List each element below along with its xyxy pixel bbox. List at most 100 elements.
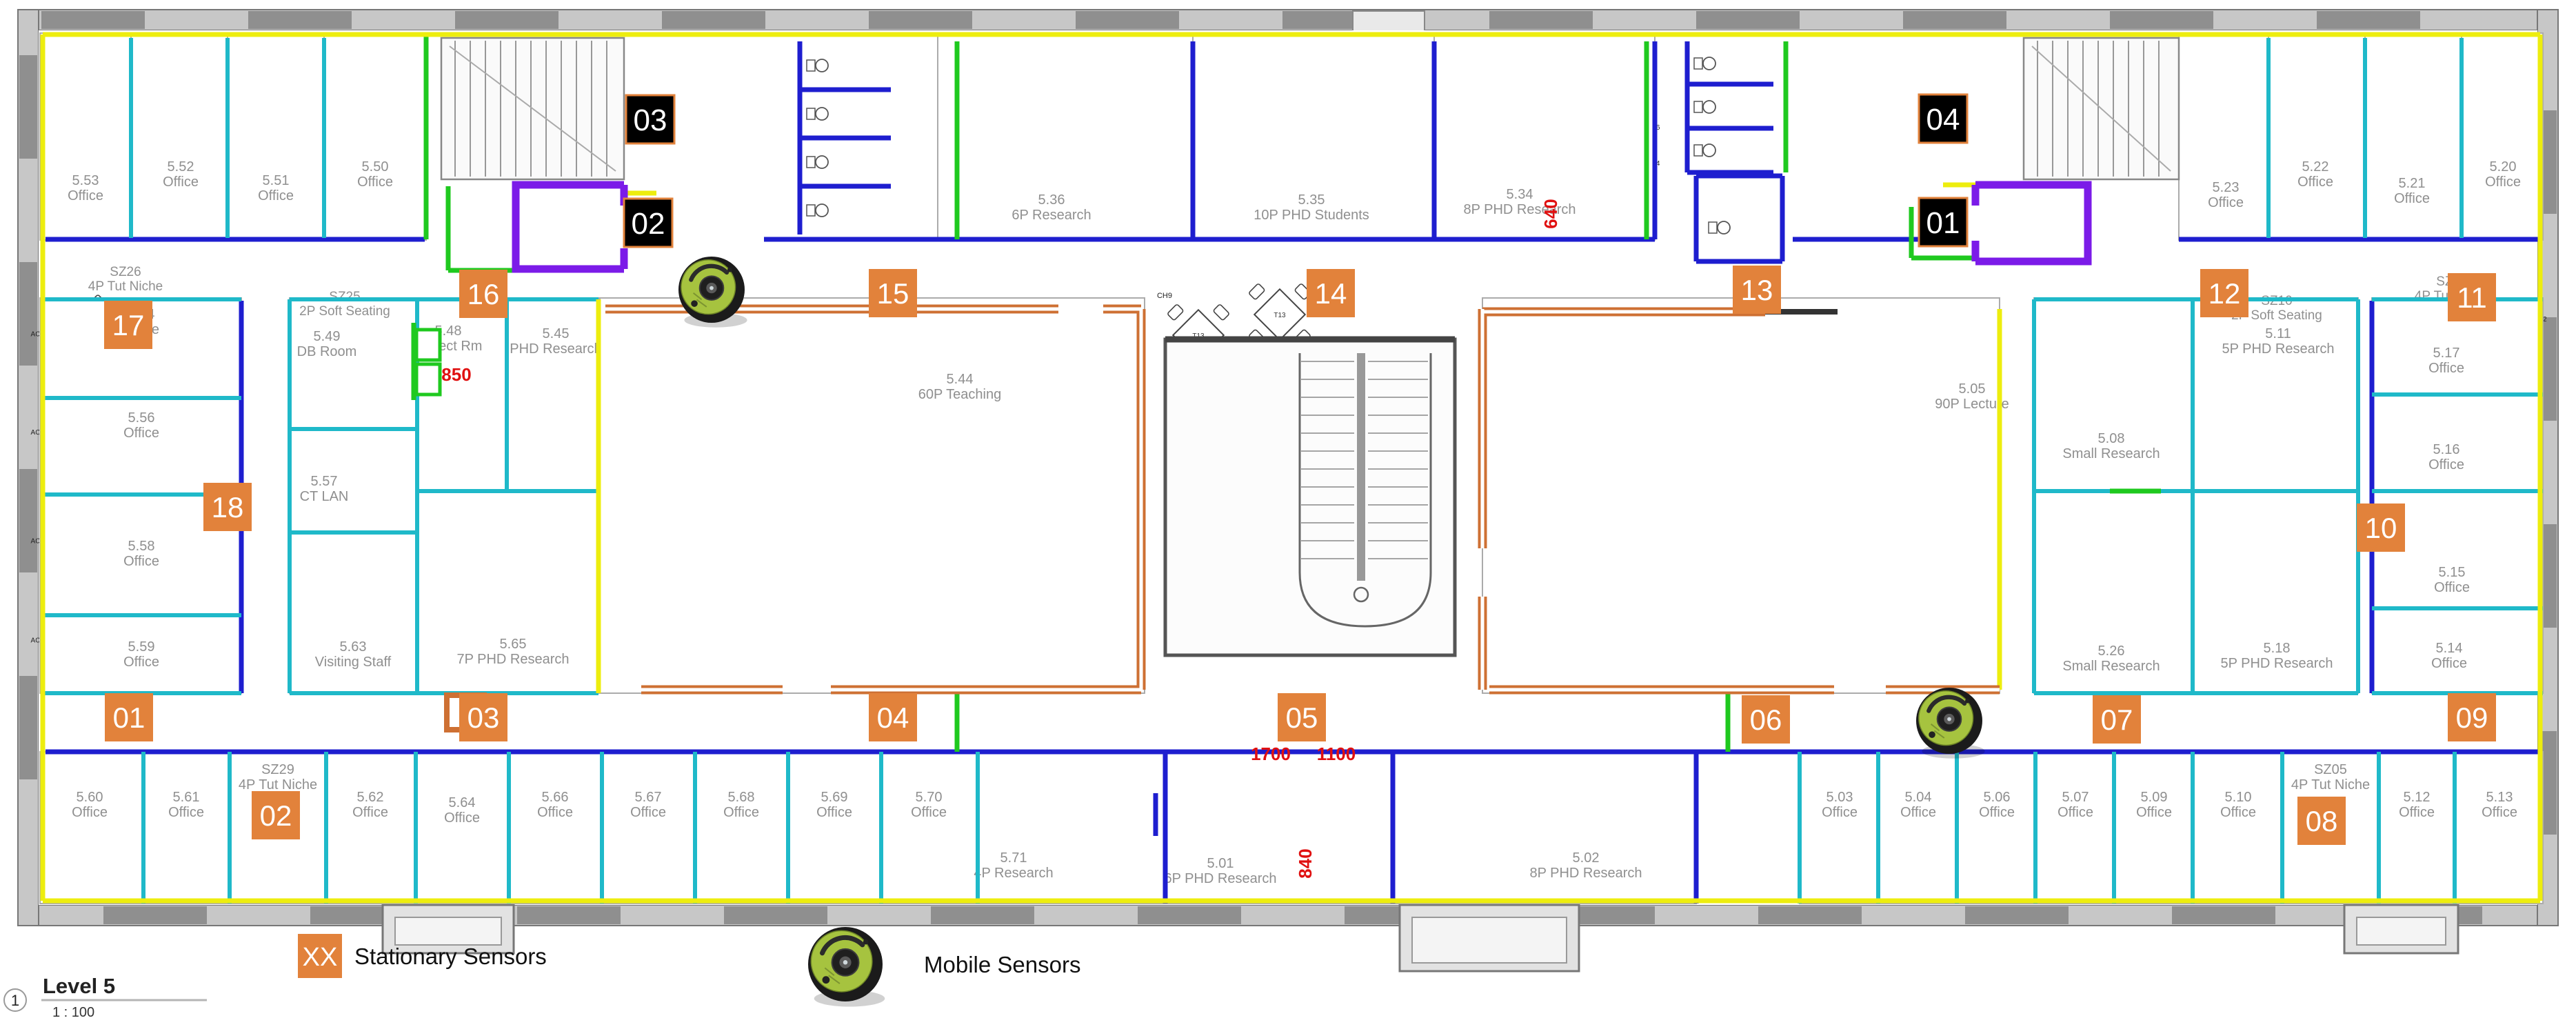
plan-text: Office bbox=[2399, 805, 2435, 820]
plan-text: 09 bbox=[2456, 701, 2488, 734]
plan-text: 01 bbox=[1926, 206, 1960, 240]
plan-text: Office bbox=[357, 175, 393, 190]
plan-text: 5.03 bbox=[1827, 790, 1853, 805]
plan-text: 5.61 bbox=[173, 790, 200, 805]
plan-text: 5.08 bbox=[2098, 431, 2125, 446]
plan-text: 2P Soft Seating bbox=[299, 304, 390, 319]
stationary-sensor-16: 16 bbox=[459, 270, 507, 318]
plan-text: CT LAN bbox=[300, 489, 349, 504]
plan-text: 5.59 bbox=[128, 639, 155, 655]
stationary-sensor-17: 17 bbox=[104, 301, 152, 349]
plan-text: 5.20 bbox=[2490, 159, 2517, 175]
plan-text: 5.49 bbox=[314, 329, 341, 344]
plan-text: 1100 bbox=[1317, 744, 1356, 764]
plan-text: 5.16 bbox=[2433, 442, 2460, 457]
plan-text: 840 bbox=[1295, 848, 1316, 878]
plan-text: 90P Lecture bbox=[1935, 397, 2009, 412]
plan-text: 01 bbox=[113, 701, 145, 734]
plan-text: 4P Tut Niche bbox=[2291, 777, 2370, 792]
fixed-sensor-02: 02 bbox=[623, 197, 674, 248]
plan-text: 5.44 bbox=[947, 372, 974, 387]
plan-text: 16 bbox=[467, 278, 500, 310]
plan-text: 5.10 bbox=[2225, 790, 2252, 805]
plan-text: 4P Tut Niche bbox=[239, 777, 317, 792]
plan-text: Office bbox=[2394, 191, 2430, 206]
plan-text: 8P PHD Research bbox=[1463, 202, 1576, 217]
plan-text: 13 bbox=[1741, 274, 1773, 306]
plan-text: 04 bbox=[877, 701, 909, 734]
plan-text: 5P PHD Research bbox=[2222, 341, 2334, 357]
plan-text: 5.35 bbox=[1298, 192, 1325, 208]
plan-text: 5.53 bbox=[72, 173, 99, 188]
toilets bbox=[806, 57, 1731, 235]
plan-text: Office bbox=[352, 805, 388, 820]
plan-text: 5.15 bbox=[2439, 565, 2466, 580]
plan-text: Small Research bbox=[2062, 659, 2160, 674]
plan-text: Office bbox=[72, 805, 108, 820]
plan-text: 5.64 bbox=[449, 795, 476, 810]
plan-text: 5.11 bbox=[2265, 326, 2291, 341]
plan-text: 5.02 bbox=[1573, 850, 1600, 866]
plan-text: 5.67 bbox=[635, 790, 662, 805]
plan-text: Office bbox=[2297, 175, 2333, 190]
plan-text: Visiting Staff bbox=[315, 655, 392, 670]
entrance-vestibule bbox=[381, 904, 515, 955]
plan-text: 05 bbox=[1286, 701, 1318, 734]
colored-walls bbox=[40, 32, 2543, 904]
title-scale: 1 : 100 bbox=[52, 1005, 94, 1020]
stationary-sensor-18: 18 bbox=[203, 483, 252, 531]
stationary-sensor-11: 11 bbox=[2448, 273, 2496, 321]
stationary-sensor-09: 09 bbox=[2448, 693, 2496, 741]
legend-stationary-label: Stationary Sensors bbox=[354, 944, 547, 969]
plan-text: 12 bbox=[2208, 277, 2241, 310]
plan-text: Office bbox=[163, 175, 199, 190]
plan-text: 5.69 bbox=[821, 790, 848, 805]
plan-text: 5.12 bbox=[2404, 790, 2431, 805]
plan-text: 8P PHD Research bbox=[1529, 866, 1642, 881]
plan-text: Office bbox=[444, 810, 480, 826]
plan-text: SZ25 bbox=[329, 290, 360, 304]
plan-text: 5.51 bbox=[263, 173, 290, 188]
plan-text: PHD Research bbox=[510, 341, 601, 357]
plan-text: 850 bbox=[441, 364, 471, 385]
plan-text: Office bbox=[2428, 361, 2464, 376]
entrance-vestibule bbox=[1398, 904, 1580, 973]
plan-text: 15 bbox=[877, 277, 909, 310]
plan-text: SZ29 bbox=[261, 762, 294, 777]
plan-text: 6P PHD Research bbox=[1164, 871, 1276, 886]
entrance-vestibule bbox=[2343, 904, 2459, 955]
plan-text: 5.13 bbox=[2486, 790, 2513, 805]
plan-text: 5.09 bbox=[2141, 790, 2168, 805]
plan-text: 5.01 bbox=[1207, 856, 1234, 871]
plan-text: Office bbox=[816, 805, 852, 820]
plan-text: 5.18 bbox=[2264, 641, 2291, 656]
plan-text: Office bbox=[1822, 805, 1858, 820]
floorplan-generated-layer: T5AC2ST4T5AC2ST4T5AC2ST4T5AC2ST4AC2AC4AC… bbox=[17, 9, 2559, 1007]
plan-text: 5.60 bbox=[77, 790, 103, 805]
stationary-sensor-13: 13 bbox=[1733, 266, 1781, 314]
plan-text: 5.22 bbox=[2302, 159, 2329, 175]
